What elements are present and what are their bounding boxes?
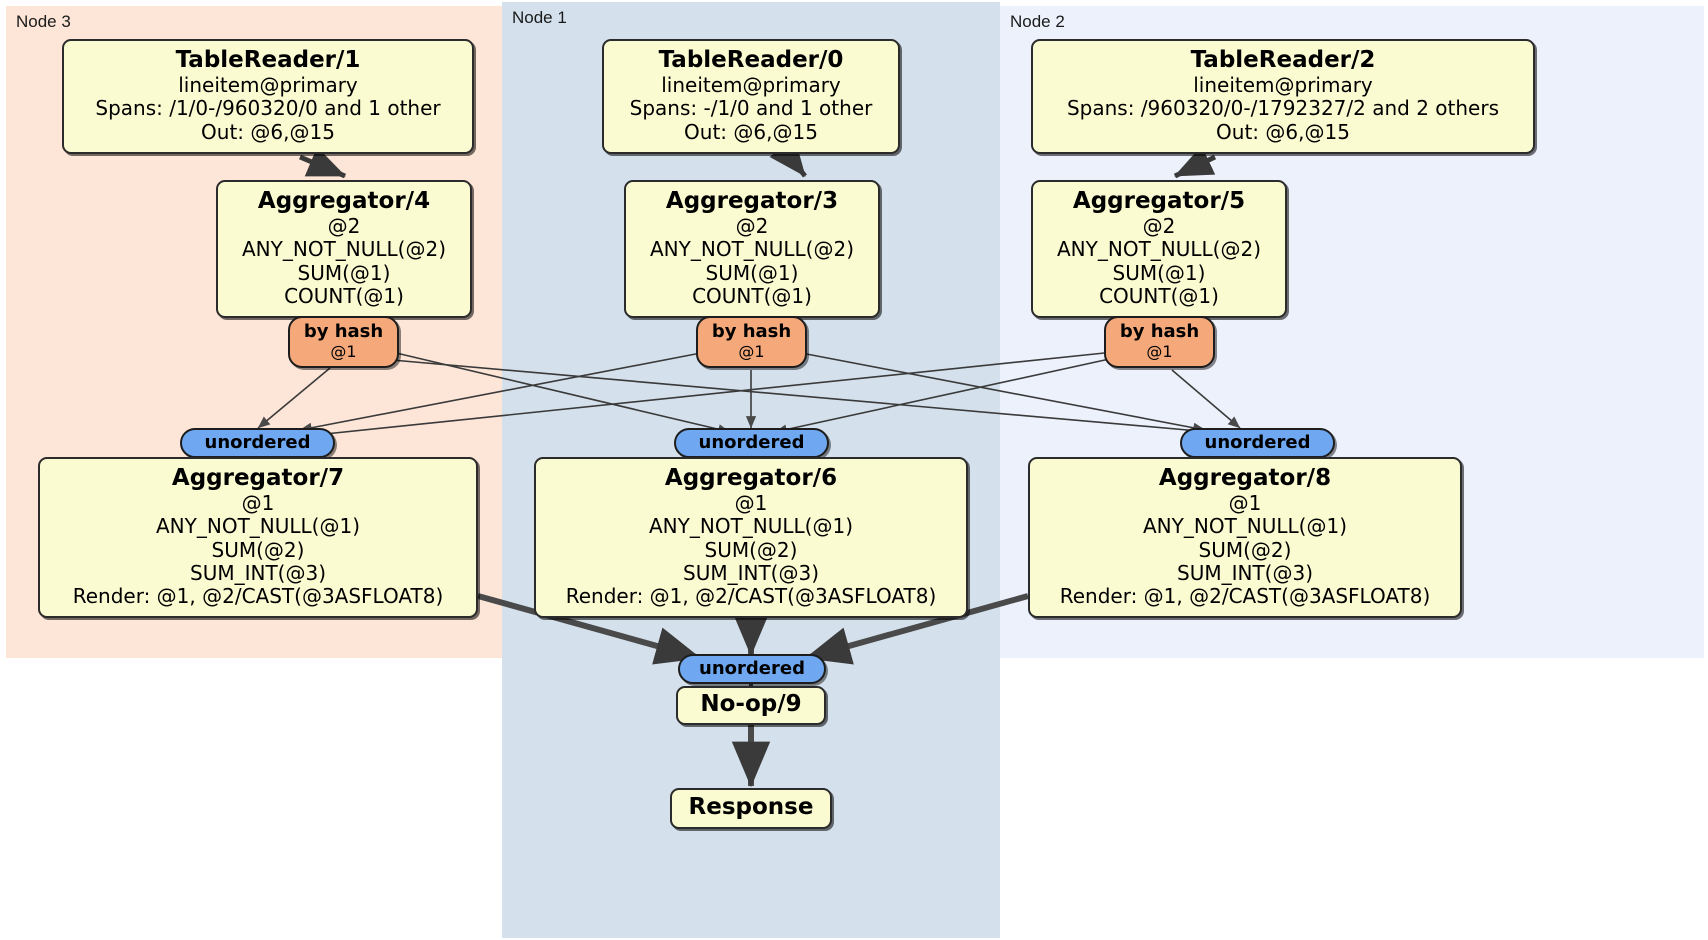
synchronizer-label: unordered [1204,432,1311,453]
router-label: by hash [1119,321,1200,342]
processor-title: TableReader/2 [1190,47,1376,73]
processor-tablereader-1[interactable]: TableReader/1 lineitem@primary Spans: /1… [62,39,474,154]
node-panel-label-node1: Node 1 [512,8,567,27]
router-sublabel: @1 [738,341,765,361]
processor-aggregator-4[interactable]: Aggregator/4 @2 ANY_NOT_NULL(@2) SUM(@1)… [216,180,472,318]
processor-detail-agg1: ANY_NOT_NULL(@1) [156,514,360,539]
synchronizer-unordered-left[interactable]: unordered [180,428,335,458]
processor-title: Aggregator/8 [1158,465,1332,491]
synchronizer-unordered-final[interactable]: unordered [678,654,826,684]
router-by-hash-mid[interactable]: by hash @1 [696,316,807,368]
processor-title: Aggregator/7 [171,465,345,491]
node-panel-label-node3: Node 3 [16,12,71,31]
processor-detail-spans: Spans: -/1/0 and 1 other [629,96,873,121]
processor-tablereader-0[interactable]: TableReader/0 lineitem@primary Spans: -/… [602,39,900,154]
processor-detail-agg1: ANY_NOT_NULL(@1) [649,514,853,539]
processor-title: Aggregator/3 [665,188,839,214]
processor-detail-groupcol: @2 [327,214,361,239]
processor-title: Aggregator/4 [257,188,431,214]
processor-title: Aggregator/5 [1072,188,1246,214]
processor-detail-agg1: ANY_NOT_NULL(@2) [650,237,854,262]
synchronizer-label: unordered [698,432,805,453]
processor-aggregator-5[interactable]: Aggregator/5 @2 ANY_NOT_NULL(@2) SUM(@1)… [1031,180,1287,318]
router-by-hash-right[interactable]: by hash @1 [1104,316,1215,368]
router-sublabel: @1 [1146,341,1173,361]
processor-detail-groupcol: @2 [735,214,769,239]
processor-detail-agg1: ANY_NOT_NULL(@2) [242,237,446,262]
processor-detail-spans: Spans: /960320/0-/1792327/2 and 2 others [1066,96,1499,121]
processor-detail-render: Render: @1, @2/CAST(@3ASFLOAT8) [1059,583,1431,608]
processor-detail-agg2: SUM(@2) [1198,537,1292,562]
processor-detail-agg3: COUNT(@1) [284,283,404,308]
router-by-hash-left[interactable]: by hash @1 [288,316,399,368]
processor-detail-agg3: SUM_INT(@3) [1177,560,1313,585]
processor-detail-agg2: SUM(@1) [1112,260,1206,285]
processor-detail-agg2: SUM(@2) [211,537,305,562]
processor-detail-agg2: SUM(@1) [297,260,391,285]
processor-title: No-op/9 [700,691,802,717]
synchronizer-label: unordered [699,658,805,679]
processor-detail-groupcol: @2 [1142,214,1176,239]
processor-detail-groupcol: @1 [241,491,275,516]
processor-title: Aggregator/6 [664,465,838,491]
node-panel-label-node2: Node 2 [1010,12,1065,31]
processor-aggregator-3[interactable]: Aggregator/3 @2 ANY_NOT_NULL(@2) SUM(@1)… [624,180,880,318]
processor-detail-groupcol: @1 [734,491,768,516]
processor-detail-render: Render: @1, @2/CAST(@3ASFLOAT8) [565,583,937,608]
synchronizer-label: unordered [204,432,311,453]
processor-detail-table: lineitem@primary [661,73,841,98]
processor-detail-agg1: ANY_NOT_NULL(@2) [1057,237,1261,262]
processor-title: TableReader/1 [175,47,361,73]
processor-detail-render: Render: @1, @2/CAST(@3ASFLOAT8) [72,583,444,608]
processor-tablereader-2[interactable]: TableReader/2 lineitem@primary Spans: /9… [1031,39,1535,154]
processor-detail-agg1: ANY_NOT_NULL(@1) [1143,514,1347,539]
processor-detail-out: Out: @6,@15 [201,119,335,144]
router-label: by hash [303,321,384,342]
processor-aggregator-7[interactable]: Aggregator/7 @1 ANY_NOT_NULL(@1) SUM(@2)… [38,457,478,619]
processor-detail-spans: Spans: /1/0-/960320/0 and 1 other [95,96,441,121]
processor-detail-table: lineitem@primary [178,73,358,98]
processor-detail-agg2: SUM(@1) [705,260,799,285]
synchronizer-unordered-right[interactable]: unordered [1180,428,1335,458]
router-label: by hash [711,321,792,342]
processor-detail-table: lineitem@primary [1193,73,1373,98]
processor-detail-agg3: SUM_INT(@3) [190,560,326,585]
processor-detail-out: Out: @6,@15 [684,119,818,144]
processor-title: TableReader/0 [658,47,844,73]
processor-detail-agg3: SUM_INT(@3) [683,560,819,585]
router-sublabel: @1 [330,341,357,361]
processor-noop-9[interactable]: No-op/9 [676,686,826,726]
processor-aggregator-6[interactable]: Aggregator/6 @1 ANY_NOT_NULL(@1) SUM(@2)… [534,457,968,619]
processor-aggregator-8[interactable]: Aggregator/8 @1 ANY_NOT_NULL(@1) SUM(@2)… [1028,457,1462,619]
processor-title: Response [688,794,814,820]
synchronizer-unordered-mid[interactable]: unordered [674,428,829,458]
processor-detail-groupcol: @1 [1228,491,1262,516]
processor-detail-agg2: SUM(@2) [704,537,798,562]
processor-response[interactable]: Response [670,788,832,830]
processor-detail-out: Out: @6,@15 [1216,119,1350,144]
processor-detail-agg3: COUNT(@1) [692,283,812,308]
processor-detail-agg3: COUNT(@1) [1099,283,1219,308]
